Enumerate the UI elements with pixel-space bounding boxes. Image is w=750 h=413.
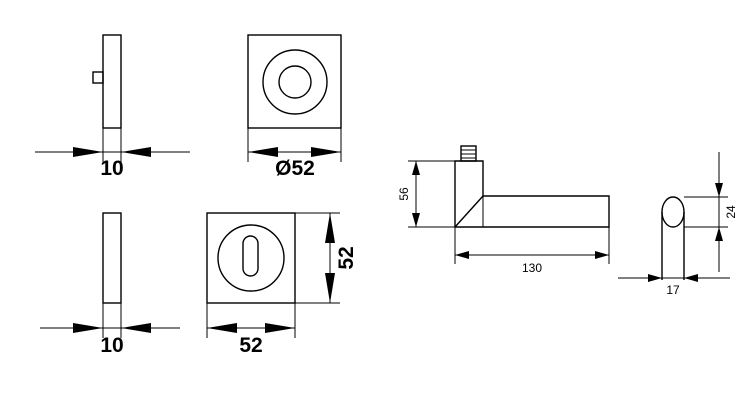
handle-length-label: 130 — [522, 261, 542, 275]
escutcheon-front-view: 52 52 — [206, 212, 358, 357]
escutcheon-thickness-label: 10 — [100, 334, 123, 357]
rose-side-view: 10 — [35, 34, 190, 180]
handle-depth-label: 17 — [666, 283, 680, 297]
escutcheon-height-label: 52 — [335, 246, 358, 269]
rose-front-view: Ø52 — [247, 34, 342, 180]
lever-handle-view: 56 130 — [397, 145, 610, 275]
rose-thickness-label: 10 — [100, 157, 123, 180]
handle-height-label: 56 — [397, 187, 411, 201]
lever-end-view: 17 24 — [618, 152, 738, 297]
rose-diameter-label: Ø52 — [275, 157, 315, 180]
handle-grip-label: 24 — [724, 205, 738, 219]
escutcheon-side-view: 10 — [40, 212, 180, 357]
escutcheon-width-label: 52 — [239, 334, 262, 357]
